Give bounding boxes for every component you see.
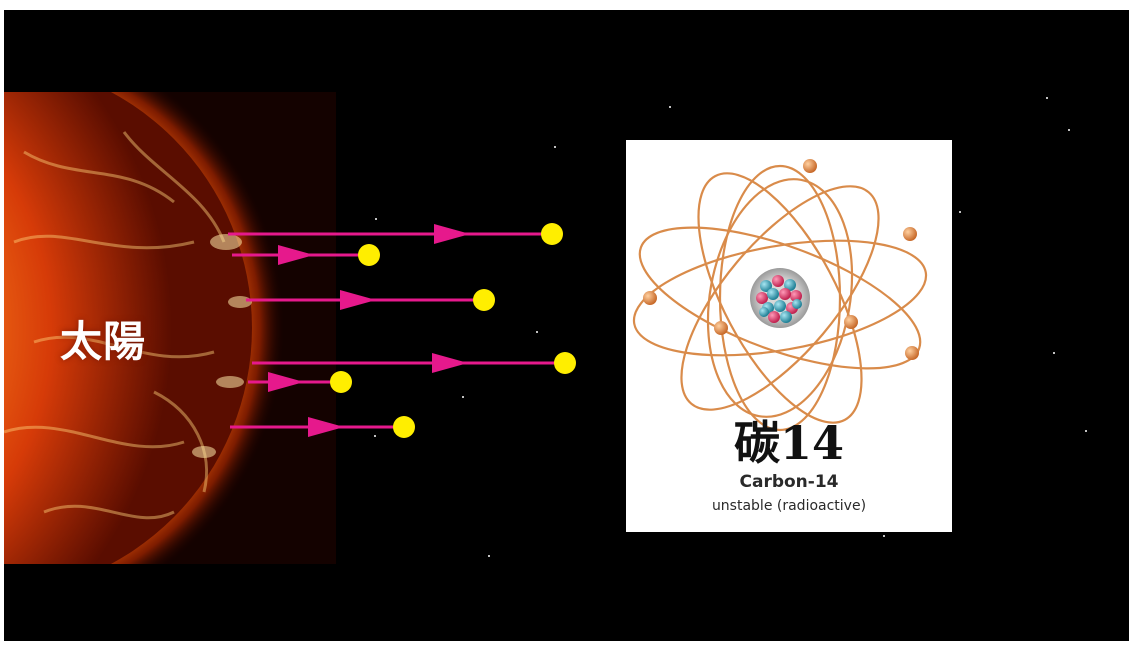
neutron [784, 279, 796, 291]
proton [768, 311, 780, 323]
element-title: 碳14 [733, 416, 844, 470]
sun-disk [4, 92, 252, 564]
neutron [767, 288, 779, 300]
particle [358, 244, 380, 266]
star [462, 396, 464, 398]
proton [772, 275, 784, 287]
particle [473, 289, 495, 311]
element-name: Carbon-14 [739, 472, 839, 492]
star [374, 435, 376, 437]
orbit [638, 226, 922, 370]
electron [903, 227, 917, 241]
star [536, 331, 538, 333]
orbit [632, 239, 928, 357]
electron-orbits [632, 164, 928, 432]
star-field [374, 97, 1087, 557]
star [1085, 430, 1087, 432]
neutron [792, 299, 802, 309]
orbit [706, 178, 854, 418]
arrowhead [308, 417, 344, 437]
sun-image [4, 92, 336, 564]
electron [905, 346, 919, 360]
particles [330, 223, 576, 438]
proton [779, 288, 791, 300]
proton [790, 290, 802, 302]
star [1053, 352, 1055, 354]
electron [643, 291, 657, 305]
atom-model [632, 159, 928, 432]
star [883, 535, 885, 537]
arrowhead [340, 290, 376, 310]
particle [393, 416, 415, 438]
electron [844, 315, 858, 329]
nucleons [756, 275, 802, 323]
particle [554, 352, 576, 374]
star [375, 218, 377, 220]
star [554, 146, 556, 148]
electron [714, 321, 728, 335]
neutron [759, 307, 769, 317]
sun-label: 太陽 [60, 317, 147, 366]
neutron [760, 280, 772, 292]
star [488, 555, 490, 557]
ray-arrowheads [268, 224, 470, 437]
star [959, 211, 961, 213]
star [669, 106, 671, 108]
sun-surface-texture [4, 131, 226, 520]
orbit [680, 185, 880, 411]
sun-illustration [4, 92, 284, 564]
particle [330, 371, 352, 393]
star [1046, 97, 1048, 99]
orbit [697, 172, 863, 424]
arrowhead [432, 353, 468, 373]
orbit [718, 164, 842, 432]
sun-flares [192, 234, 252, 458]
electron [803, 159, 817, 173]
element-status: unstable (radioactive) [711, 498, 867, 514]
proton [756, 292, 768, 304]
electrons [643, 159, 919, 360]
arrowhead [268, 372, 304, 392]
star [1068, 129, 1070, 131]
particle [541, 223, 563, 245]
carbon-14-card: 碳14 Carbon-14 unstable (radioactive) [626, 140, 952, 532]
neutron [780, 311, 792, 323]
neutron [774, 300, 786, 312]
arrowhead [278, 245, 314, 265]
arrowhead [434, 224, 470, 244]
